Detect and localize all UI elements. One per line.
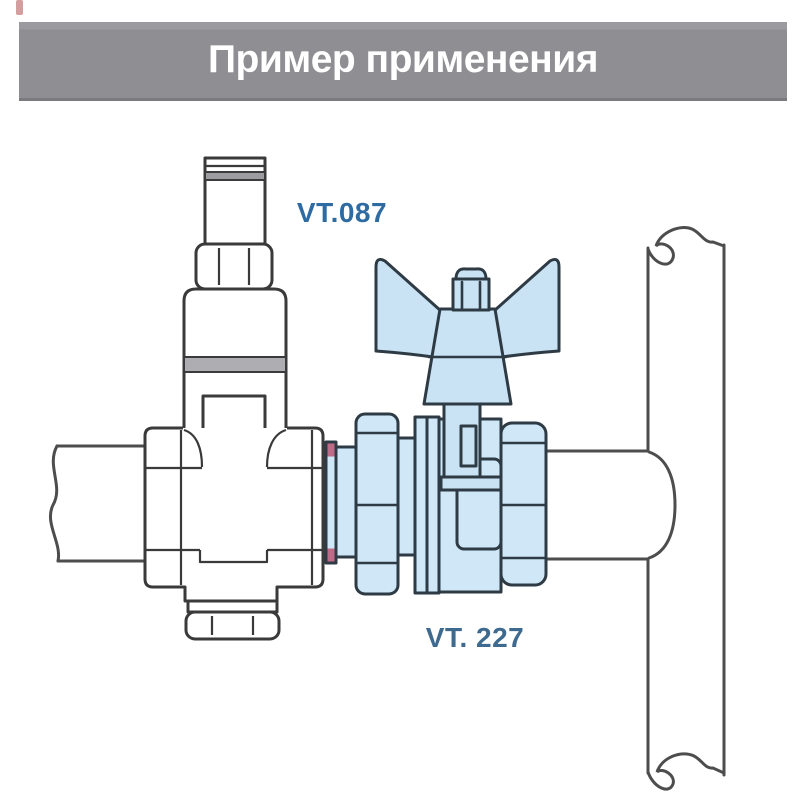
end-collar-lines: [179, 430, 314, 585]
lock-nut: [194, 242, 274, 291]
lock-nut-facets: [217, 248, 251, 285]
supply-pipe-walls: [55, 444, 147, 563]
union-nut-facets: [355, 431, 399, 565]
pipe-break-symbol-left: [48, 444, 61, 563]
union-tailpiece: [334, 445, 358, 559]
drain-plug: [184, 610, 281, 641]
title-bar: Пример применения: [19, 22, 787, 101]
connecting-pipe-body: [546, 451, 648, 559]
body-bottom-step: [198, 550, 269, 564]
label-vt087: VT.087: [297, 197, 387, 228]
connecting-pipe-right: [544, 449, 677, 561]
handle-cap-top: [454, 267, 488, 281]
adjustment-screw-band: [204, 171, 266, 181]
drain-flange: [186, 599, 279, 614]
body-fillets: [183, 428, 287, 468]
supply-pipe-body: [51, 446, 145, 561]
connecting-pipe-walls: [544, 449, 650, 561]
reducer-body: [143, 426, 325, 603]
gasket-seal-bottom: [327, 548, 335, 562]
adjustment-screw: [203, 156, 267, 246]
pressure-reducing-valve: [143, 156, 325, 641]
scan-artifact-mark: [16, 0, 23, 15]
handle-stem-base: [439, 475, 503, 492]
riser-pipe-right: [646, 226, 726, 791]
handle-cap-facets: [460, 280, 482, 310]
valve-outlet-facets: [500, 441, 547, 560]
page-title: Пример применения: [208, 38, 598, 81]
butterfly-handle: [374, 258, 561, 492]
label-vt227: VT. 227: [426, 622, 524, 653]
pipe-end-dome-cap: [647, 450, 677, 560]
ball-valve: [324, 258, 561, 596]
handle-cap-nut: [451, 277, 491, 312]
gasket-seal-top: [327, 443, 335, 457]
handle-wing-right: [492, 258, 561, 359]
pipe-break-symbol-top: [646, 226, 726, 266]
spring-housing-band: [183, 356, 287, 373]
body-facet-lines: [146, 466, 322, 552]
valve-neck: [396, 436, 417, 557]
flange-rib-1: [413, 415, 429, 595]
drain-plug-facets: [210, 616, 255, 635]
pipe-break-symbol-bottom: [646, 752, 726, 791]
flange-rib-2: [425, 415, 441, 595]
handle-wing-left: [374, 258, 443, 359]
supply-pipe-left: [48, 444, 147, 563]
handle-stem-slot: [459, 424, 478, 468]
riser-pipe-body: [648, 232, 724, 777]
